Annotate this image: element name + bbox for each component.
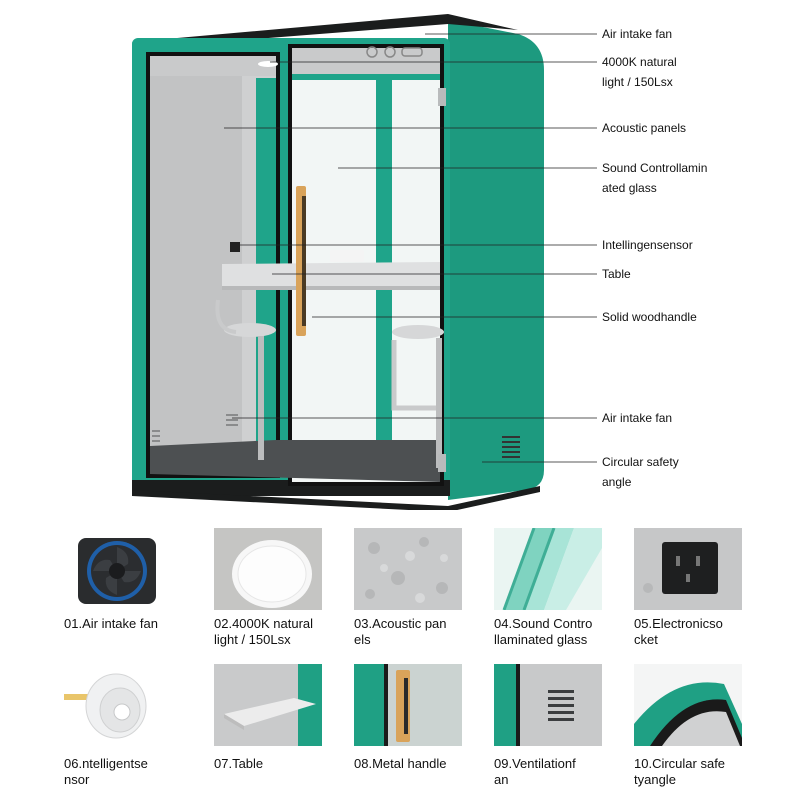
- table-icon: [214, 664, 322, 746]
- callout-safety-angle: Circular safety angle: [602, 455, 679, 489]
- feature-caption-3: 03.Acoustic pan els: [354, 616, 447, 647]
- phone-booth-illustration: [132, 14, 597, 510]
- callout-wood-handle: Solid woodhandle: [602, 310, 697, 324]
- feature-caption-1: 01.Air intake fan: [64, 616, 158, 631]
- handle-icon: [354, 664, 462, 746]
- callout-table: Table: [602, 267, 631, 281]
- booth-table: [222, 262, 440, 288]
- acoustic-felt-wall: [150, 56, 242, 446]
- feature-caption-8: 08.Metal handle: [354, 756, 447, 771]
- feature-caption-9: 09.Ventilationf an: [494, 756, 576, 787]
- callout-laminated-glass: Sound Controllamin ated glass: [602, 161, 708, 195]
- glass-layers-icon: [494, 528, 602, 610]
- ceiling-panel: [292, 48, 440, 74]
- ceiling-light: [258, 61, 278, 67]
- feature-caption-6: 06.ntelligentse nsor: [64, 756, 148, 787]
- feature-caption-2: 02.4000K natural light / 150Lsx: [214, 616, 314, 647]
- inner-column-right: [376, 76, 392, 446]
- callout-lines: [224, 33, 597, 463]
- power-socket-icon: [634, 528, 742, 610]
- callout-air-intake-fan-bottom: Air intake fan: [602, 411, 673, 425]
- vent-grille-icon: [494, 664, 602, 746]
- feature-caption-4: 04.Sound Contro llaminated glass: [494, 616, 593, 647]
- rounded-corner-icon: [634, 664, 742, 746]
- booth-side-panel: [448, 20, 544, 500]
- booth-floor: [150, 440, 440, 482]
- feature-caption-5: 05.Electronicso cket: [634, 616, 723, 647]
- vent-grille: [502, 436, 520, 458]
- callout-natural-light: 4000K natural light / 150Lsx: [602, 55, 677, 89]
- feature-caption-10: 10.Circular safe tyangle: [634, 756, 726, 787]
- callout-sensor: Intellingensensor: [602, 238, 693, 252]
- sensor-icon: [64, 664, 172, 746]
- felt-panel-icon: [354, 528, 462, 610]
- ceiling-light-icon: [214, 528, 322, 610]
- feature-caption-7: 07.Table: [214, 756, 264, 771]
- callout-acoustic-panels: Acoustic panels: [602, 121, 687, 135]
- callout-air-intake-fan-top: Air intake fan: [602, 27, 673, 41]
- sensor-unit: [230, 242, 240, 252]
- fan-icon: [64, 528, 172, 610]
